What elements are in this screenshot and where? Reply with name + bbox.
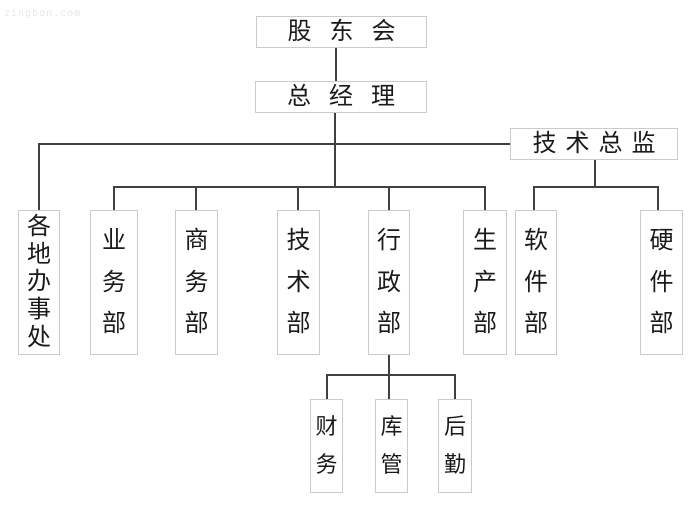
org-node-production-dept: 生产部 xyxy=(463,210,507,355)
connector-departments-bus xyxy=(113,186,486,188)
connector-drop-warehouse xyxy=(388,374,390,399)
org-node-general-manager: 总经理 xyxy=(255,81,427,113)
org-node-logistics-label: 后勤 xyxy=(443,414,466,477)
org-node-regional-offices-label: 各地办事处 xyxy=(27,213,51,352)
org-node-hardware-dept: 硬件部 xyxy=(640,210,683,355)
connector-drop-business xyxy=(113,186,115,210)
connector-drop-commerce xyxy=(195,186,197,210)
connector-gm-down xyxy=(334,113,336,188)
org-node-commerce-dept: 商务部 xyxy=(175,210,218,355)
org-node-logistics: 后勤 xyxy=(438,399,472,493)
connector-administration-down xyxy=(388,355,390,376)
watermark-text: zingbon.com xyxy=(4,8,82,19)
org-node-hardware-dept-label: 硬件部 xyxy=(649,227,674,338)
org-node-finance: 财务 xyxy=(310,399,343,493)
org-node-general-manager-label: 总经理 xyxy=(287,84,413,110)
org-node-production-dept-label: 生产部 xyxy=(473,227,497,338)
org-node-commerce-dept-label: 商务部 xyxy=(184,227,209,338)
connector-shareholders-to-gm xyxy=(335,48,337,81)
connector-drop-logistics xyxy=(454,374,456,399)
org-node-shareholders-meeting-label: 股东会 xyxy=(287,19,414,45)
connector-administration-bus xyxy=(326,374,456,376)
org-node-shareholders-meeting: 股东会 xyxy=(256,16,427,48)
connector-drop-technology xyxy=(297,186,299,210)
connector-drop-finance xyxy=(326,374,328,399)
org-node-software-dept-label: 软件部 xyxy=(524,227,548,338)
connector-drop-hardware xyxy=(657,186,659,210)
connector-tech-director-down xyxy=(594,160,596,188)
org-node-business-dept: 业务部 xyxy=(90,210,138,355)
org-node-administration-dept: 行政部 xyxy=(368,210,410,355)
connector-tech-director-bus xyxy=(533,186,659,188)
org-node-software-dept: 软件部 xyxy=(515,210,557,355)
org-node-finance-label: 财务 xyxy=(315,414,338,477)
org-node-technology-dept: 技术部 xyxy=(277,210,320,355)
connector-drop-production xyxy=(484,186,486,210)
org-node-technical-director-label: 技术总监 xyxy=(532,131,665,157)
org-node-warehouse: 库管 xyxy=(375,399,408,493)
connector-drop-administration xyxy=(388,186,390,210)
connector-gm-row-left-and-tech-director xyxy=(38,143,510,145)
org-node-administration-dept-label: 行政部 xyxy=(377,227,401,338)
org-node-business-dept-label: 业务部 xyxy=(102,227,126,338)
org-node-technical-director: 技术总监 xyxy=(510,128,678,160)
org-node-warehouse-label: 库管 xyxy=(380,414,403,477)
org-node-regional-offices: 各地办事处 xyxy=(18,210,60,355)
org-node-technology-dept-label: 技术部 xyxy=(286,227,311,338)
connector-drop-software xyxy=(533,186,535,210)
connector-drop-regional-offices xyxy=(38,143,40,210)
